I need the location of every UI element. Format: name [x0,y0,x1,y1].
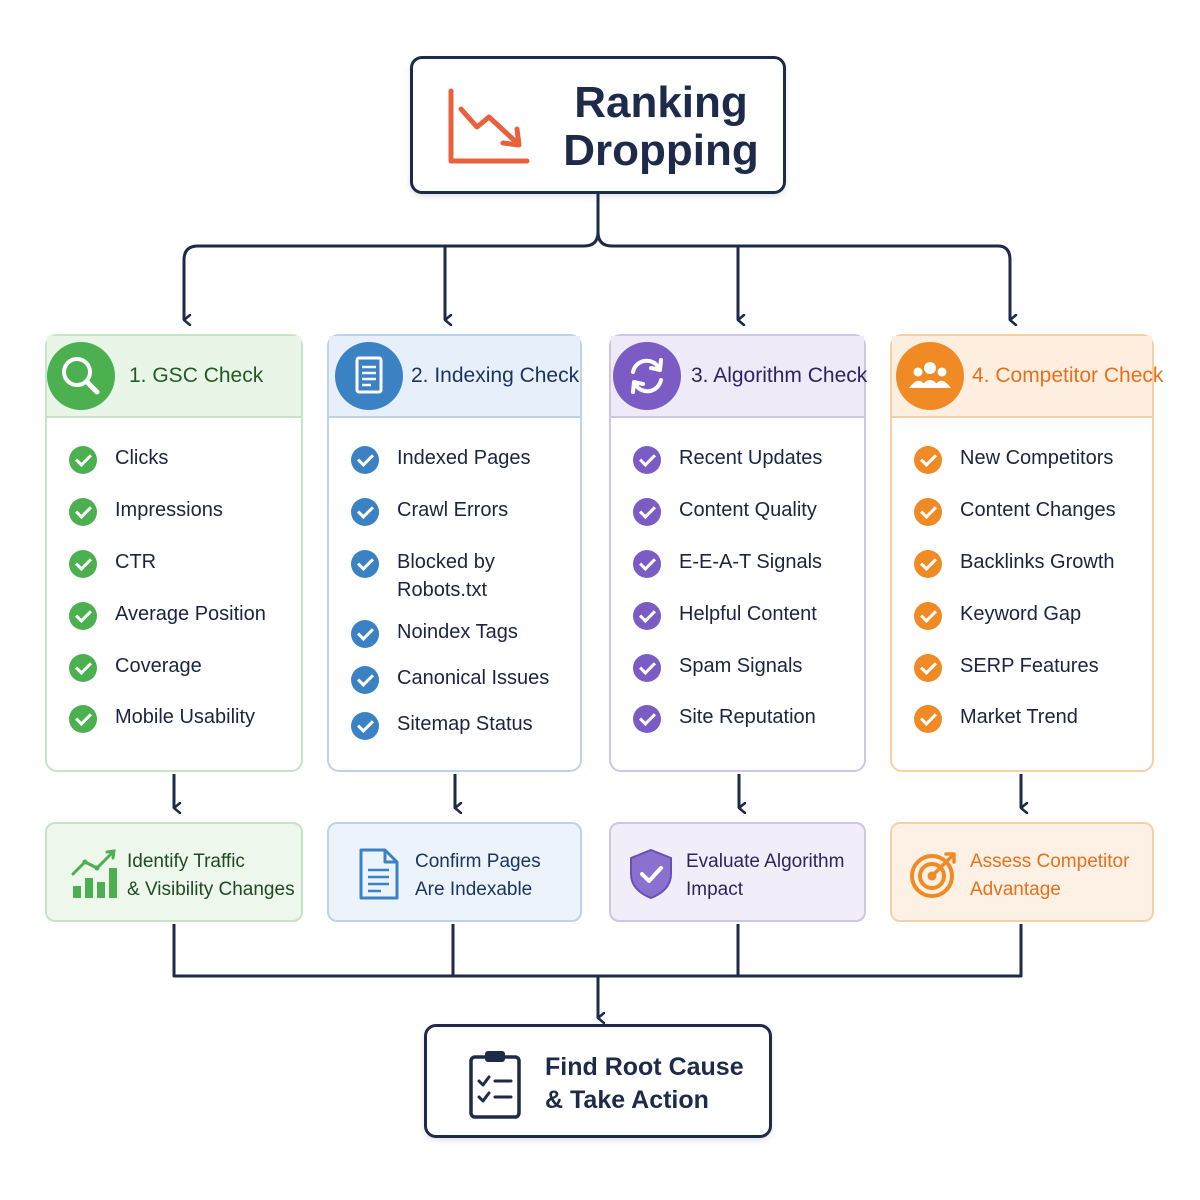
list-item: Clicks [69,446,291,474]
indexing-check-card: 2. Indexing Check Indexed Pages Crawl Er… [327,334,582,772]
final-action-title: Find Root Cause & Take Action [545,1053,744,1114]
title-line-2: Dropping [563,126,759,175]
result-text: Confirm Pages Are Indexable [415,851,541,900]
result-competitor-advantage: Assess Competitor Advantage [890,822,1154,922]
competitor-check-card: 4. Competitor Check New Competitors Cont… [890,334,1163,772]
check-icon [633,602,661,630]
top-connector [182,194,600,320]
list-item: Noindex Tags [351,620,570,648]
document-icon [335,342,403,410]
refresh-icon [613,342,681,410]
check-icon [633,446,661,474]
list-item: Average Position [69,602,291,630]
check-icon [914,705,942,733]
check-icon [633,705,661,733]
list-item: SERP Features [914,654,1142,682]
check-icon [633,550,661,578]
card-header: 4. Competitor Check [892,336,1163,418]
check-icon [69,602,97,630]
gsc-check-card: 1. GSC Check Clicks Impressions CTR Aver… [45,334,303,772]
list-item: Crawl Errors [351,498,570,526]
result-text: Evaluate Algorithm Impact [686,851,845,900]
card-header: 1. GSC Check [47,336,301,418]
list-item: Coverage [69,654,291,682]
check-icon [69,446,97,474]
list-item: Impressions [69,498,291,526]
list-item: New Competitors [914,446,1142,474]
list-item: Market Trend [914,705,1142,733]
target-icon [910,852,956,898]
result-text: Identify Traffic & Visibility Changes [127,851,295,900]
list-item: E-E-A-T Signals [633,550,854,578]
list-item: Indexed Pages [351,446,570,474]
ranking-dropping-box: Ranking Dropping [410,56,786,194]
search-icon [47,342,115,410]
check-icon [914,602,942,630]
list-item: Keyword Gap [914,602,1142,630]
card-title: 1. GSC Check [129,364,264,387]
check-icon [351,620,379,648]
check-icon [914,498,942,526]
bottom-connector [172,924,1023,978]
check-icon [914,446,942,474]
file-icon [359,848,399,900]
algorithm-check-card: 3. Algorithm Check Recent Updates Conten… [609,334,868,772]
list-item: Canonical Issues [351,666,570,694]
list-item: Backlinks Growth [914,550,1142,578]
list-item: Sitemap Status [351,712,570,740]
list-item: Spam Signals [633,654,854,682]
growth-chart-icon [71,849,117,898]
list-item: Site Reputation [633,705,854,733]
root-cause-box: Find Root Cause & Take Action [424,1024,772,1138]
trend-down-icon [448,88,530,164]
check-icon [351,498,379,526]
card-header: 3. Algorithm Check [611,336,868,418]
page-title: Ranking Dropping [561,79,761,175]
result-algorithm-impact: Evaluate Algorithm Impact [609,822,866,922]
list-item: Helpful Content [633,602,854,630]
check-icon [914,654,942,682]
check-icon [351,550,379,578]
list-item: Content Changes [914,498,1142,526]
check-icon [351,712,379,740]
check-icon [69,550,97,578]
card-title: 3. Algorithm Check [691,364,868,387]
list-item: Blocked by Robots.txt [351,550,570,604]
list-item: Mobile Usability [69,705,291,733]
check-icon [69,498,97,526]
check-icon [914,550,942,578]
result-traffic-visibility: Identify Traffic & Visibility Changes [45,822,303,922]
result-text: Assess Competitor Advantage [970,851,1130,900]
check-icon [69,654,97,682]
title-line-1: Ranking [574,78,748,127]
clipboard-checklist-icon [469,1051,521,1119]
check-icon [351,446,379,474]
result-pages-indexable: Confirm Pages Are Indexable [327,822,582,922]
card-title: 4. Competitor Check [972,364,1164,387]
check-icon [633,654,661,682]
shield-check-icon [630,848,672,900]
list-item: Content Quality [633,498,854,526]
list-item: Recent Updates [633,446,854,474]
check-icon [69,705,97,733]
list-item: CTR [69,550,291,578]
check-icon [633,498,661,526]
card-header: 2. Indexing Check [329,336,580,418]
card-title: 2. Indexing Check [411,364,580,387]
check-icon [351,666,379,694]
users-icon [896,342,964,410]
